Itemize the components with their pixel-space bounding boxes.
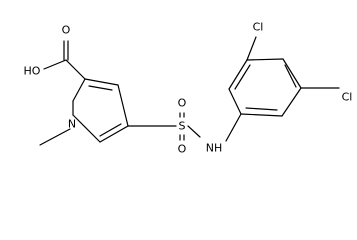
hydroxyl-label: HO (24, 65, 41, 78)
carboxylic-acid-group (43, 40, 86, 80)
sulfonyl-oxygen-top-label: O (178, 97, 187, 110)
chlorine-top-label: Cl (253, 21, 264, 34)
amine-label: NH (206, 142, 223, 155)
chemical-structure: Cl Cl HO O N S O O NH (24, 21, 353, 156)
pyrrole-ring (72, 78, 129, 143)
carbonyl-oxygen-label: O (62, 24, 71, 37)
chlorine-right-label: Cl (342, 91, 353, 104)
sulfonamide-group (127, 112, 242, 142)
sulfur-label: S (179, 120, 186, 133)
ring-nitrogen-label: N (68, 118, 76, 131)
dichlorophenyl-ring (228, 36, 340, 117)
sulfonyl-oxygen-bottom-label: O (178, 143, 187, 156)
n-methyl-bond (39, 128, 71, 146)
